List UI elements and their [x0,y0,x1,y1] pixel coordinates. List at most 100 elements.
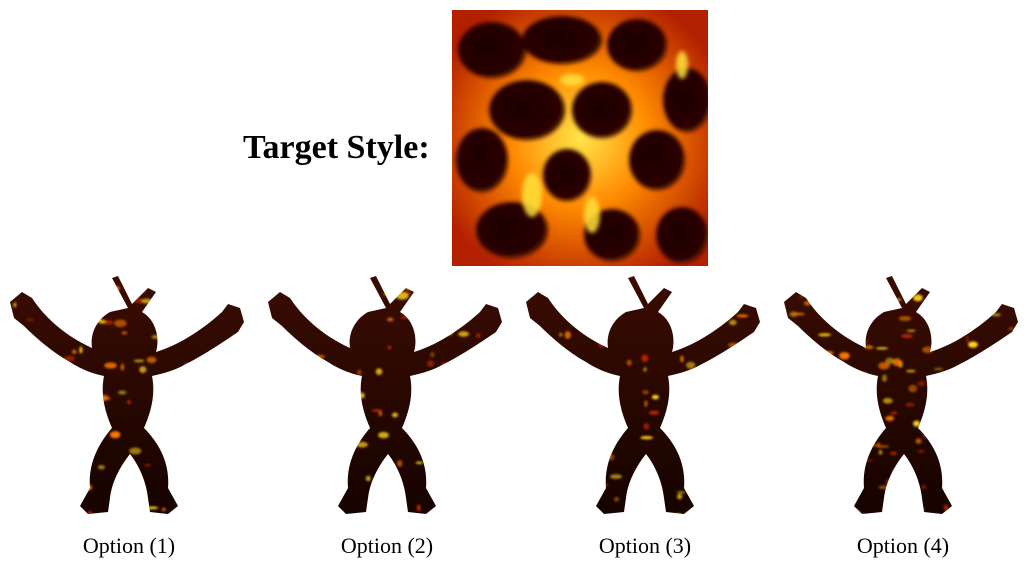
lava-spot [674,512,682,514]
lava-spot [82,483,92,491]
lava-spot [209,411,220,418]
armadillo-lava-render-3-icon [526,276,760,521]
lava-spot [340,423,346,430]
lava-spot [876,442,881,448]
lava-spot [107,286,120,291]
armadillo-lava-render-4-icon [784,276,1018,514]
armadillo-body [10,276,244,514]
lava-spot [274,504,285,507]
lava-spot [741,431,745,437]
lava-spot [268,478,278,484]
lava-spot [447,450,458,458]
lava-spot [416,504,421,512]
lava-spot [357,369,362,375]
lava-spot [78,442,86,446]
lava-spot [65,483,78,492]
lava-spot [953,470,962,479]
lava-spot [971,404,975,411]
lava-spot [896,298,901,301]
lava-spot [440,362,450,368]
lava-spot [86,452,91,459]
lava-spot [958,387,968,394]
lava-spot [564,331,571,339]
lava-spot [339,395,349,402]
lava-spot [786,397,793,400]
lava-spot [170,294,176,301]
lava-spot [643,367,647,372]
lava-spot [77,415,82,420]
lava-spot [565,367,572,372]
lava-spot [207,424,215,433]
lava-spot [447,411,461,415]
lava-spot [860,459,874,462]
lava-spot [754,368,760,373]
lava-spot [885,357,895,365]
lava-spot [133,495,140,500]
lava-spot [913,294,923,302]
lava-spot [187,500,199,504]
lava-spot [840,385,853,394]
lava-spot [13,302,17,308]
option-2[interactable]: Option (2) [258,268,516,568]
lava-spot [807,349,817,353]
lava-spot [303,359,309,367]
lava-spot [316,361,325,368]
lava-spot [52,490,58,497]
lava-spot [906,329,916,332]
lava-spot [677,491,686,494]
lava-spot [826,434,837,443]
target-style-label: Target Style: [243,129,430,166]
lava-spot [822,351,834,355]
lava-spot [454,451,459,455]
lava-spot [976,425,987,429]
lava-spot [141,298,153,304]
lava-spot [302,398,307,402]
lava-spot [869,381,877,384]
lava-spot [467,453,475,456]
lava-spot [97,465,105,470]
lava-spot [1008,327,1015,330]
lava-spot [786,448,793,451]
option-1[interactable]: Option (1) [0,268,258,568]
lava-spot [32,505,42,508]
option-3[interactable]: Option (3) [516,268,774,568]
lava-spot [329,500,338,504]
lava-spot [324,500,333,509]
lava-spot [456,290,466,297]
lava-spot [944,419,956,423]
lava-spot [530,515,538,521]
lava-spot [172,282,185,290]
lava-spot [839,352,850,360]
lava-spot [404,286,413,290]
lava-spot [465,412,472,417]
lava-spot [72,349,77,354]
lava-spot [133,359,145,363]
lava-spot [23,433,36,439]
lava-spot [426,407,435,414]
lava-spot [730,411,740,416]
lava-spot [864,339,868,344]
lava-spot [803,301,812,306]
lava-spot [151,335,162,339]
lava-spot [926,311,931,319]
option-1-caption: Option (1) [82,533,176,558]
lava-spot [725,436,736,442]
lava-spot [855,513,868,514]
lava-spot [897,502,902,510]
lava-spot [933,367,944,371]
option-4[interactable]: Option (4) [774,268,1030,568]
lava-spot [710,425,722,428]
lava-spot [917,381,926,387]
lava-spot [221,471,227,480]
lava-spot [784,344,792,348]
lava-spot [15,500,23,508]
lava-spot [626,359,632,366]
lava-spot [145,506,159,510]
lava-spot [748,286,760,290]
lava-spot [922,434,927,439]
lava-spot [236,408,244,413]
lava-spot [699,424,711,431]
lava-spot [810,354,816,358]
lava-spot [930,332,942,337]
lava-spot [597,483,609,487]
